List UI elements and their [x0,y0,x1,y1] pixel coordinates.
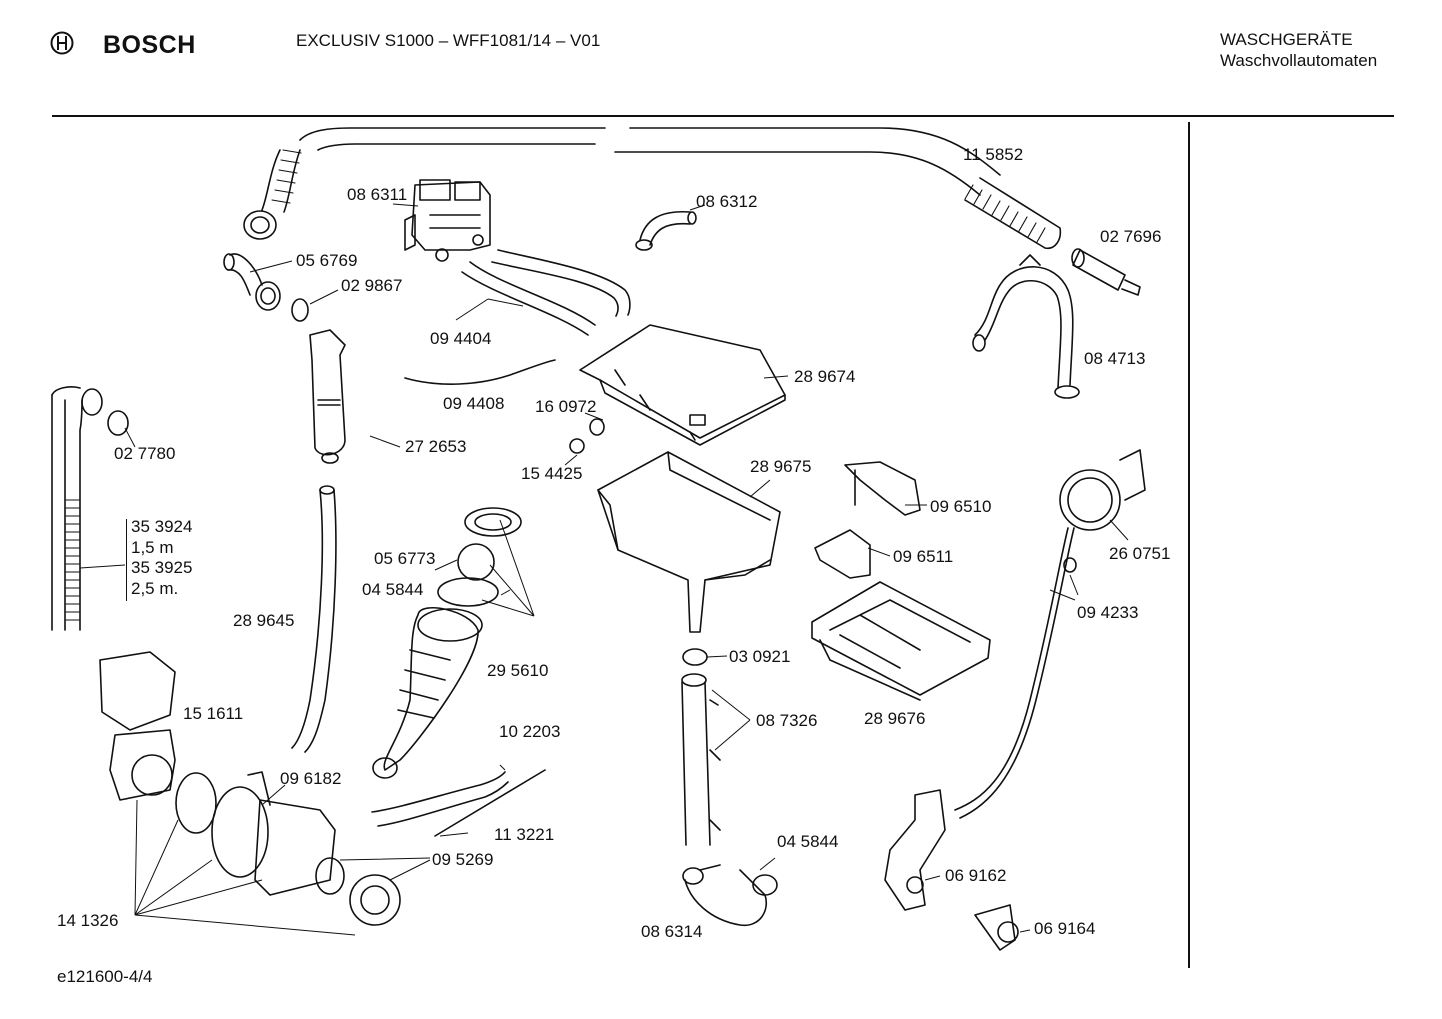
part-label-096510: 09 6510 [930,497,992,516]
part-label-029867: 02 9867 [341,276,403,295]
thin-hose-drawing [404,359,556,385]
hose-length-2: 2,5 m. [131,579,179,598]
dispenser-cover-drawing [579,324,786,446]
hose-length-bracket [126,519,127,601]
leader-lines [79,203,1129,936]
part-label-094233: 09 4233 [1077,603,1139,622]
part-label-030921: 03 0921 [729,647,791,666]
part-label-289645: 28 9645 [233,611,295,630]
part-label-027780: 02 7780 [114,444,176,463]
bracket-parts-drawing [884,789,1019,951]
part-label-094404: 09 4404 [430,329,492,348]
part-label-096182: 09 6182 [280,769,342,788]
part-label-353925: 35 3925 [131,558,193,577]
bosch-logo-icon [50,31,74,55]
category-subtitle: Waschvollautomaten [1220,51,1378,70]
part-label-056773: 05 6773 [374,549,436,568]
part-label-045844-top: 04 5844 [362,580,424,599]
part-label-086311: 08 6311 [347,185,408,204]
pressure-switch-drawing [954,449,1146,819]
drawing-code: e121600-4/4 [57,967,153,986]
long-hose-drawing [291,489,337,753]
part-label-289674: 28 9674 [794,367,856,386]
part-label-096511: 09 6511 [893,547,954,566]
part-label-272653: 27 2653 [405,437,467,456]
part-label-095269: 09 5269 [432,850,494,869]
pressure-chamber-drawing [309,329,346,464]
hose-clamp-drawing [972,254,1080,399]
part-label-102203: 10 2203 [499,722,561,741]
part-label-086312: 08 6312 [696,192,758,211]
supply-hose-drawing [243,127,1062,250]
hose-length-1: 1,5 m [131,538,174,557]
small-elbow-hose-drawing [635,210,697,251]
part-label-154425: 15 4425 [521,464,583,483]
part-label-069162: 06 9162 [945,866,1007,885]
hose-pair-drawing [461,249,631,336]
part-label-045844-bottom: 04 5844 [777,832,839,851]
part-label-094408: 09 4408 [443,394,505,413]
flap-parts-drawing [814,461,921,579]
detergent-drawer-drawing [811,581,991,701]
part-label-151611: 15 1611 [183,704,244,723]
part-label-260751: 26 0751 [1109,544,1171,563]
bottom-elbow-hose-drawing [682,864,778,926]
drain-pump-drawing [99,651,401,926]
part-label-027696: 02 7696 [1100,227,1162,246]
part-label-086314: 08 6314 [641,922,703,941]
gasket-group-drawing [372,507,522,779]
part-label-160972: 16 0972 [535,397,597,416]
part-label-113221: 11 3221 [494,825,555,844]
part-label-087326: 08 7326 [756,711,818,730]
part-label-289675: 28 9675 [750,457,812,476]
header-divider [52,115,1394,117]
elbow-connector-drawing [223,253,281,311]
part-label-289676: 28 9676 [864,709,926,728]
drain-hose-drawing [51,386,103,631]
seal-ring-drawing [291,298,309,322]
part-label-115852: 11 5852 [963,145,1024,164]
category-title: WASCHGERÄTE [1220,30,1353,49]
connecting-pipe-drawing [681,648,721,846]
filter-insert-drawing [1071,248,1141,296]
part-label-056769: 05 6769 [296,251,358,270]
brand-name: BOSCH [103,31,196,59]
part-label-141326: 14 1326 [57,911,119,930]
part-label-069164: 06 9164 [1034,919,1096,938]
part-label-353924: 35 3924 [131,517,193,536]
inlet-valve-drawing [404,179,491,262]
part-label-084713: 08 4713 [1084,349,1146,368]
right-margin-divider [1188,122,1190,968]
part-label-295610: 29 5610 [487,661,549,680]
model-title: EXCLUSIV S1000 – WFF1081/14 – V01 [296,31,601,50]
dispenser-housing-drawing [597,451,781,633]
